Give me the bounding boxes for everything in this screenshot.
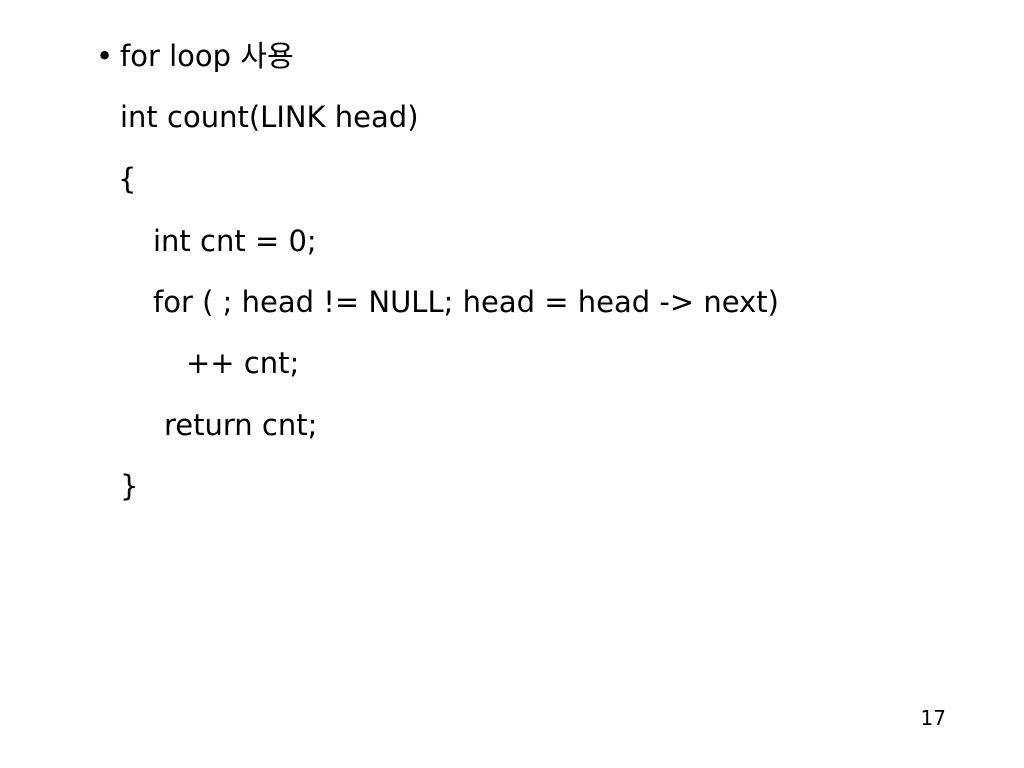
bullet-marker: • bbox=[96, 39, 114, 73]
code-line-for-loop: for ( ; head != NULL; head = head -> nex… bbox=[153, 285, 779, 319]
code-line-declare-cnt: int cnt = 0; bbox=[153, 224, 317, 258]
slide-heading: for loop 사용 bbox=[120, 39, 294, 73]
code-line-increment: ++ cnt; bbox=[186, 346, 300, 380]
page-number: 17 bbox=[920, 706, 946, 730]
code-line-function-signature: int count(LINK head) bbox=[120, 100, 419, 134]
code-line-close-brace: } bbox=[120, 469, 139, 503]
code-line-return: return cnt; bbox=[164, 408, 318, 442]
code-line-open-brace: { bbox=[118, 162, 137, 196]
